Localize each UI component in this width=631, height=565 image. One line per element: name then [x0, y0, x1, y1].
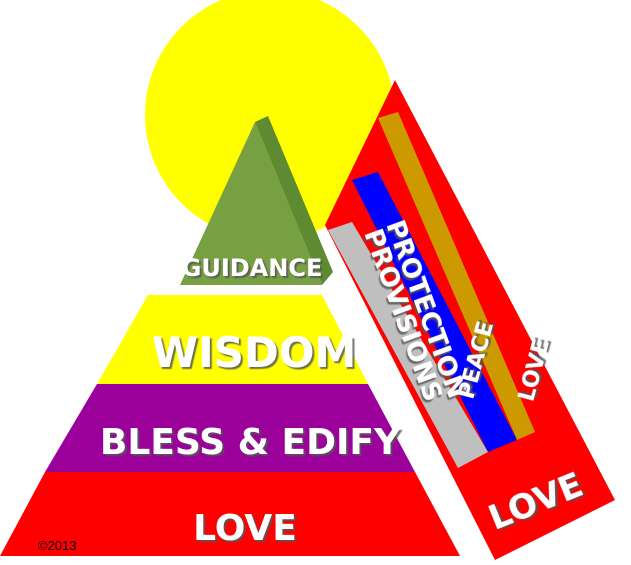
layer-love: [0, 472, 460, 556]
side-band-peace: [378, 112, 535, 440]
sun-circle: [145, 0, 395, 240]
label-bless-edify: BLESS & EDIFY: [100, 422, 401, 463]
layer-guidance: [180, 122, 322, 285]
label-guidance: GUIDANCE: [182, 254, 323, 282]
label-love: LOVE: [193, 508, 297, 549]
layer-guidance-bevel: [255, 116, 333, 285]
layer-wisdom: [97, 295, 368, 384]
label-wisdom: WISDOM: [152, 328, 357, 377]
layer-bless: [45, 384, 415, 472]
side-band-provisions: [328, 222, 488, 468]
side-band-protection: [352, 172, 517, 452]
copyright-text: ©2013: [38, 538, 77, 553]
